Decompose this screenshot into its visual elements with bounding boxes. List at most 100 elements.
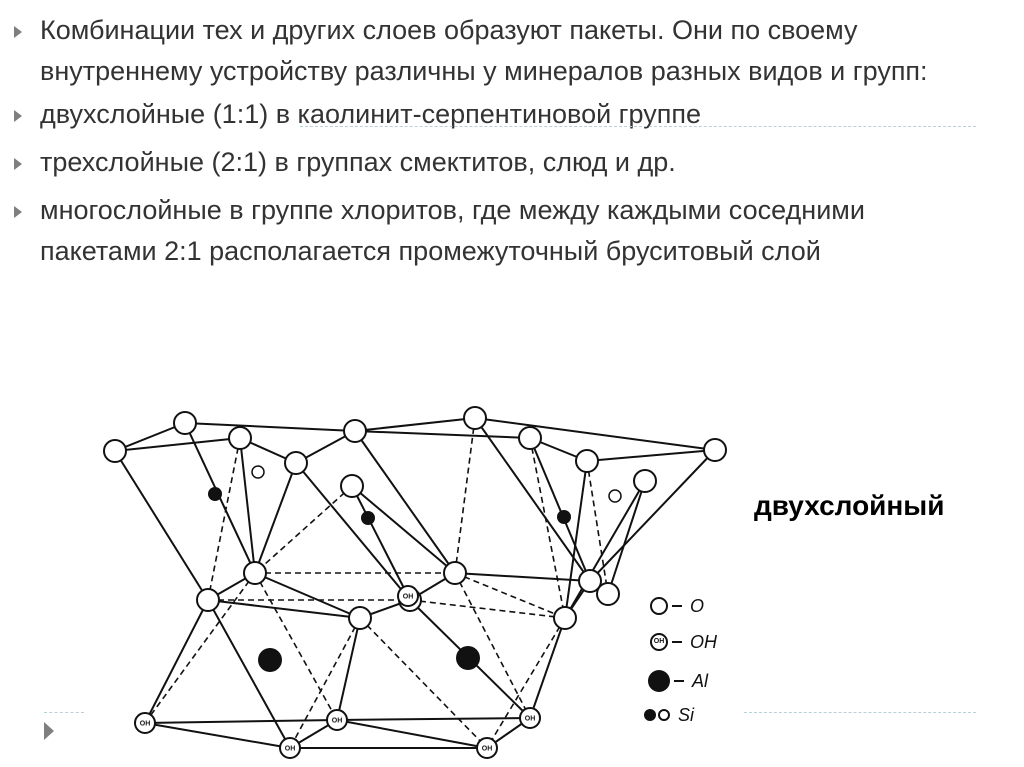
aluminum-atom (456, 646, 480, 670)
hydroxyl-atom: OH (134, 712, 156, 734)
bond-line (564, 480, 646, 619)
hydroxyl-atom-label: OH (285, 746, 296, 753)
oxygen-atom (243, 561, 267, 585)
hidden-bond-line (454, 417, 476, 574)
side-label: двухслойный (754, 490, 945, 521)
bond-line (207, 599, 291, 749)
bond-line (454, 572, 591, 582)
bond-line (351, 485, 456, 574)
bond-line (354, 417, 476, 432)
bond-line (529, 437, 591, 582)
bond-line (254, 462, 297, 574)
hidden-bond-line (289, 617, 361, 749)
bond-line (239, 437, 256, 574)
hidden-bond-line (529, 437, 566, 619)
oxygen-atom (196, 588, 220, 612)
oxygen-atom (463, 406, 487, 430)
hidden-bond-line (486, 617, 566, 749)
oxygen-atom (553, 606, 577, 630)
bond-line (144, 599, 209, 724)
bond-line (351, 485, 411, 601)
silicon-atom-hidden (608, 489, 622, 503)
bullet-item: двухслойные (1:1) в каолинит-серпентинов… (14, 94, 974, 135)
hydroxyl-atom-label: OH (403, 594, 414, 601)
hydroxyl-atom: OH (279, 737, 301, 759)
bond-line (474, 417, 716, 451)
bond-line (144, 722, 291, 749)
hidden-bond-line (254, 485, 353, 574)
hidden-bond-line (454, 572, 531, 719)
bond-line (354, 430, 456, 574)
oxygen-atom (575, 449, 599, 473)
bond-line (114, 437, 241, 452)
bond-line (114, 422, 186, 452)
bond-line (184, 422, 356, 432)
bullet-triangle-icon (14, 110, 22, 122)
hydroxyl-atom-label: OH (140, 721, 151, 728)
silicon-atom (557, 510, 571, 524)
kaolinite-structure-diagram: OH OH OH OH OH OH (103, 406, 727, 759)
hydroxyl-atom: OH (397, 585, 419, 607)
corner-triangle-icon (44, 722, 54, 740)
bond-line (254, 572, 361, 619)
bond-line (295, 462, 411, 601)
bond-line (336, 617, 361, 721)
hidden-bond-line (586, 460, 609, 595)
oxygen-atom (578, 569, 602, 593)
hidden-bond-line (207, 437, 241, 601)
bullet-triangle-icon (14, 26, 22, 38)
bond-line (336, 717, 531, 721)
bullet-triangle-icon (14, 158, 22, 170)
oxygen-atom (343, 419, 367, 443)
silicon-atom-hidden (251, 465, 265, 479)
bullet-text: трехслойные (2:1) в группах смектитов, с… (40, 147, 676, 177)
bond-line (144, 719, 338, 724)
hydroxyl-atom-label: OH (332, 718, 343, 725)
bond-line (589, 449, 716, 582)
divider-line (744, 712, 976, 713)
hidden-bond-line (144, 572, 256, 724)
bond-line (607, 480, 646, 595)
oxygen-atom (596, 582, 620, 606)
oxygen-atom (284, 451, 308, 475)
silicon-atom (208, 487, 222, 501)
bond-line (474, 417, 591, 582)
silicon-atom (361, 511, 375, 525)
hidden-bond-line (359, 617, 488, 749)
bond-line (207, 599, 361, 619)
oxygen-atom (340, 474, 364, 498)
aluminum-atom (258, 648, 282, 672)
divider-line (44, 712, 84, 713)
hydroxyl-atom-label: OH (525, 716, 536, 723)
oxygen-atom (103, 439, 127, 463)
hidden-bond-line (254, 572, 338, 721)
oxygen-atom (173, 411, 197, 435)
oxygen-atom (518, 426, 542, 450)
oxygen-atom (633, 469, 657, 493)
bond-line (529, 617, 566, 719)
bond-line (564, 460, 588, 619)
bond-line (354, 430, 531, 439)
bullet-text: многослойные в группе хлоритов, где межд… (40, 195, 865, 266)
oxygen-atom (703, 438, 727, 462)
bullet-triangle-icon (14, 206, 22, 218)
bullet-text: Комбинации тех и других слоев образуют п… (40, 15, 928, 86)
bullet-item: многослойные в группе хлоритов, где межд… (14, 190, 974, 272)
bullet-item: трехслойные (2:1) в группах смектитов, с… (14, 142, 974, 183)
oxygen-atom (348, 606, 372, 630)
bullet-text: двухслойные (1:1) в каолинит-серпентинов… (40, 99, 701, 129)
hidden-bond-line (409, 599, 566, 619)
bond-line (586, 449, 716, 462)
bullet-item: Комбинации тех и других слоев образуют п… (14, 10, 974, 92)
oxygen-atom (228, 426, 252, 450)
divider-line (300, 126, 976, 127)
hydroxyl-atom-label: OH (482, 746, 493, 753)
hydroxyl-atom: OH (476, 737, 498, 759)
bond-line (336, 719, 488, 749)
hydroxyl-atom: OH (519, 707, 541, 729)
bond-line (114, 450, 209, 601)
hydroxyl-atom: OH (326, 709, 348, 731)
oxygen-atom (443, 561, 467, 585)
bullet-list: Комбинации тех и других слоев образуют п… (14, 10, 974, 280)
